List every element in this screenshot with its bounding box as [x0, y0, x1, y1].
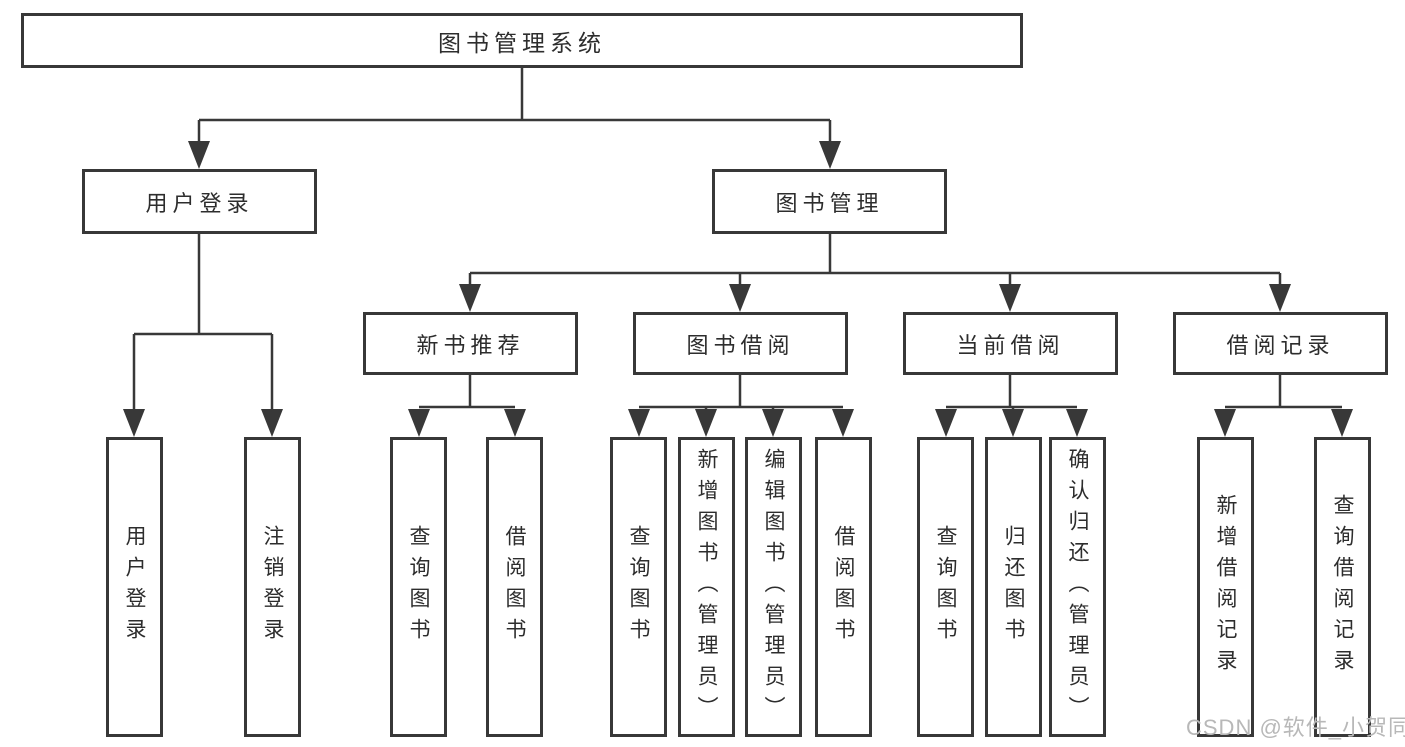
node-borrowing-records: 借阅记录 — [1173, 312, 1388, 375]
leaf-logout: 注销登录 — [244, 437, 301, 737]
leaf-query-books-current: 查询图书 — [917, 437, 974, 737]
node-current-borrowing: 当前借阅 — [903, 312, 1118, 375]
leaf-query-books-borrow: 查询图书 — [610, 437, 667, 737]
leaf-edit-book-admin: 编辑图书（管理员） — [745, 437, 802, 737]
node-book-borrowing: 图书借阅 — [633, 312, 848, 375]
connector-arrowheads — [123, 141, 1353, 437]
leaf-query-borrow-record: 查询借阅记录 — [1314, 437, 1371, 737]
leaf-borrow-books: 借阅图书 — [815, 437, 872, 737]
leaf-add-borrow-record: 新增借阅记录 — [1197, 437, 1254, 737]
leaf-add-book-admin: 新增图书（管理员） — [678, 437, 735, 737]
leaf-confirm-return-admin: 确认归还（管理员） — [1049, 437, 1106, 737]
csdn-watermark: CSDN @软件_小贺同学 — [1186, 715, 1405, 740]
leaf-query-books-recommend: 查询图书 — [390, 437, 447, 737]
node-book-management-branch: 图书管理 — [712, 169, 947, 234]
node-user-login-branch: 用户登录 — [82, 169, 317, 234]
leaf-return-book: 归还图书 — [985, 437, 1042, 737]
node-root-library-system: 图书管理系统 — [21, 13, 1023, 68]
node-new-book-recommendation: 新书推荐 — [363, 312, 578, 375]
leaf-user-login: 用户登录 — [106, 437, 163, 737]
leaf-borrow-books-recommend: 借阅图书 — [486, 437, 543, 737]
